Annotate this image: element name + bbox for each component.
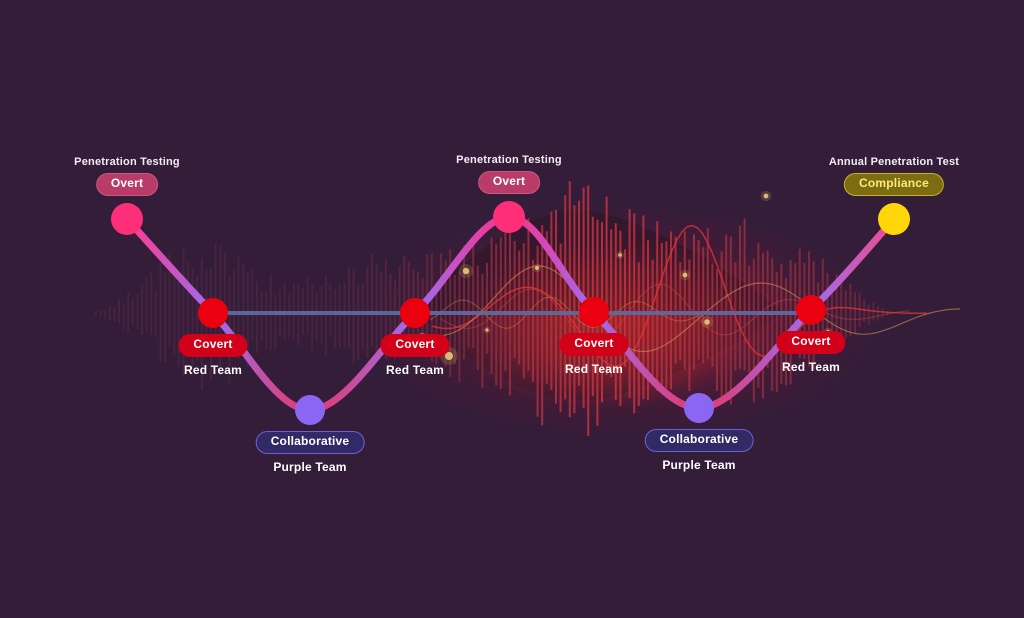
milestone-node-overt — [111, 203, 143, 235]
milestone-node-covert — [198, 298, 228, 328]
milestone-node-collaborative — [684, 393, 714, 423]
signal-curves — [419, 224, 961, 367]
milestone-node-overt — [493, 201, 525, 233]
milestone-nodes — [111, 201, 910, 425]
milestone-node-covert — [400, 298, 430, 328]
milestone-node-collaborative — [295, 395, 325, 425]
milestone-node-covert — [796, 295, 826, 325]
milestone-node-compliance — [878, 203, 910, 235]
milestone-node-covert — [579, 297, 609, 327]
